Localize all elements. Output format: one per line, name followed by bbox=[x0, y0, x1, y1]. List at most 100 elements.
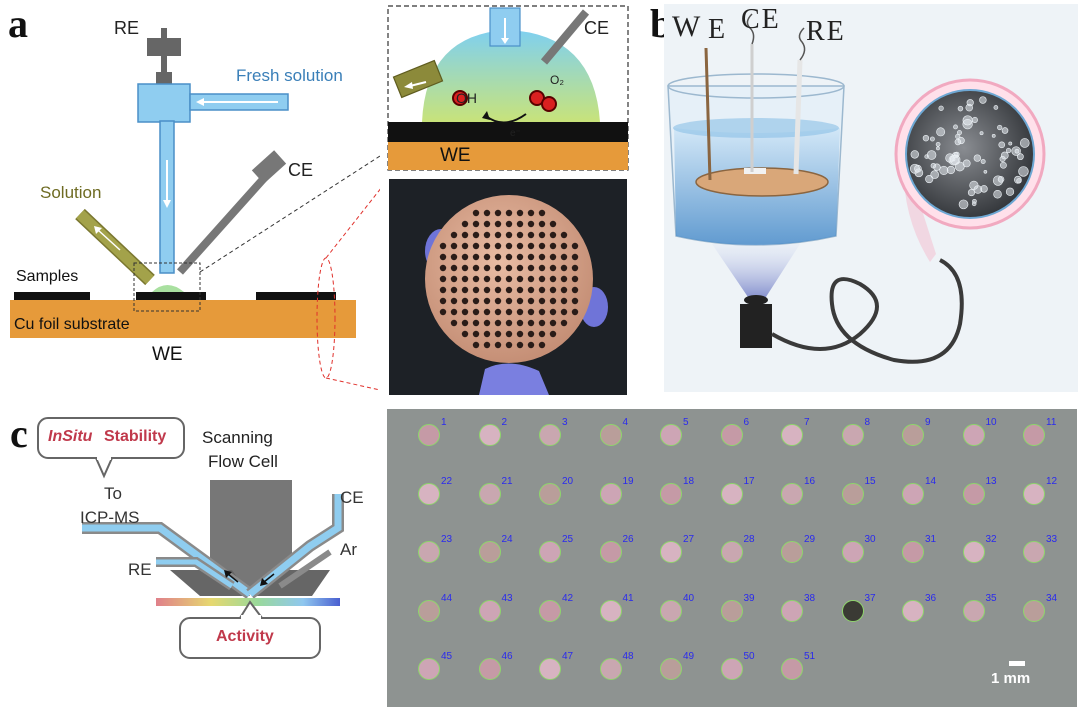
sample-well bbox=[539, 599, 561, 622]
ar-channel bbox=[278, 549, 332, 589]
well-number: 1 bbox=[441, 417, 447, 428]
bubble bbox=[926, 150, 937, 160]
well-number: 19 bbox=[622, 475, 634, 487]
wafer-hole bbox=[450, 297, 458, 305]
panel-a-schematic bbox=[10, 28, 380, 391]
bubble bbox=[1016, 178, 1022, 184]
re-electrode-cap bbox=[147, 38, 181, 56]
wafer-hole bbox=[439, 297, 447, 305]
wafer-hole bbox=[571, 275, 579, 283]
panel-a-letter: a bbox=[8, 1, 28, 46]
bubble bbox=[983, 170, 988, 174]
bubble bbox=[980, 159, 986, 164]
wafer-hole bbox=[549, 242, 557, 250]
wafer-hole bbox=[439, 286, 447, 294]
wafer-hole bbox=[549, 308, 557, 316]
wafer-hole bbox=[516, 297, 524, 305]
wafer-hole bbox=[472, 231, 480, 239]
sample-well bbox=[599, 482, 622, 505]
wafer-hole bbox=[439, 242, 447, 250]
well-number: 27 bbox=[683, 534, 695, 545]
wafer-hole bbox=[483, 308, 491, 316]
bubble bbox=[929, 136, 935, 142]
sample-well bbox=[478, 658, 501, 680]
wafer-hole bbox=[461, 231, 469, 239]
wafer-hole bbox=[483, 264, 491, 272]
well-number: 13 bbox=[985, 475, 997, 487]
wafer-hole bbox=[527, 297, 535, 305]
sample-well bbox=[660, 482, 682, 505]
activity-label: Activity bbox=[216, 628, 274, 645]
sample-well bbox=[418, 424, 440, 446]
panel-c-letter: c bbox=[10, 411, 28, 456]
well-number: 49 bbox=[683, 651, 695, 662]
wafer-hole bbox=[472, 220, 480, 228]
wafer-hole bbox=[450, 286, 458, 294]
inset-ce-label: CE bbox=[584, 18, 610, 38]
wafer-hole bbox=[516, 253, 524, 261]
wafer-hole bbox=[516, 209, 524, 217]
wafer-hole bbox=[538, 209, 546, 217]
sample-left bbox=[14, 292, 90, 300]
wafer-hole bbox=[483, 253, 491, 261]
wafer-hole bbox=[483, 297, 491, 305]
wafer-hole bbox=[505, 286, 513, 294]
well-number: 24 bbox=[501, 534, 513, 545]
inset-we-substrate bbox=[388, 142, 628, 170]
sample-well bbox=[418, 658, 440, 680]
wafer-hole bbox=[472, 286, 480, 294]
wafer-hole bbox=[527, 330, 535, 338]
wafer-hole bbox=[538, 341, 546, 349]
inset-ce-rod bbox=[540, 9, 590, 65]
well-number: 37 bbox=[864, 592, 876, 604]
wafer-hole bbox=[560, 253, 568, 261]
wafer-hole bbox=[461, 308, 469, 316]
bubble bbox=[957, 105, 964, 112]
sample-well bbox=[660, 658, 682, 680]
wafer-hole bbox=[494, 286, 502, 294]
sample-well bbox=[660, 424, 682, 446]
sample-well bbox=[1023, 541, 1045, 563]
wafer-hole bbox=[505, 242, 513, 250]
sample-well bbox=[599, 424, 622, 446]
bubble bbox=[973, 154, 981, 162]
wafer-hole bbox=[516, 308, 524, 316]
sample-well bbox=[841, 482, 864, 505]
wafer-hole bbox=[560, 286, 568, 294]
o2-molecule-b bbox=[541, 96, 557, 112]
ce-electrode-rod bbox=[177, 173, 269, 275]
sample-well bbox=[781, 541, 803, 563]
panel-b-we-e: E bbox=[708, 14, 726, 45]
bubble bbox=[999, 161, 1007, 169]
well-number: 3 bbox=[562, 417, 568, 428]
wafer-hole bbox=[483, 330, 491, 338]
wafer-hole bbox=[461, 297, 469, 305]
wafer-hole bbox=[516, 341, 524, 349]
scale-bar-label: 1 mm bbox=[991, 670, 1031, 687]
wafer-hole bbox=[494, 275, 502, 283]
wafer-hole bbox=[538, 297, 546, 305]
bubble bbox=[1000, 151, 1009, 160]
wafer-hole bbox=[549, 275, 557, 283]
wafer-hole bbox=[494, 330, 502, 338]
sample-well bbox=[1023, 482, 1045, 505]
bubble bbox=[953, 124, 958, 130]
sample-well bbox=[902, 424, 924, 446]
wafer-hole bbox=[505, 231, 513, 239]
wafer-hole bbox=[560, 264, 568, 272]
inset-oh-label: OH bbox=[456, 90, 477, 106]
bubble bbox=[954, 138, 962, 146]
well-number: 41 bbox=[622, 592, 634, 604]
bubble bbox=[1014, 148, 1020, 154]
sample-well bbox=[660, 599, 682, 622]
sample-well bbox=[902, 541, 924, 563]
wafer-hole bbox=[439, 308, 447, 316]
well-number: 16 bbox=[804, 475, 816, 487]
wafer-hole bbox=[538, 275, 546, 283]
wafer-hole bbox=[538, 242, 546, 250]
bubble bbox=[993, 189, 1002, 199]
wafer-hole bbox=[461, 319, 469, 327]
wafer-hole bbox=[472, 308, 480, 316]
sample-well bbox=[962, 541, 985, 563]
substrate-label: Cu foil substrate bbox=[14, 316, 130, 333]
